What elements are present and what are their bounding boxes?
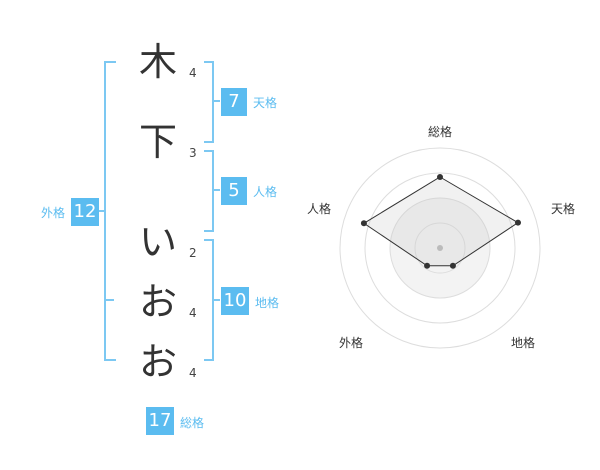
soukaku-label: 総格 [180, 416, 205, 430]
radar-point-soukaku [437, 174, 443, 180]
name-char-3: い [138, 220, 177, 264]
tenkaku-label: 天格 [253, 96, 278, 110]
gaikaku-value-badge: 12 [71, 198, 99, 226]
tenkaku-connector [214, 100, 220, 102]
chikaku-connector [214, 299, 220, 301]
radar-point-gaikaku [424, 262, 431, 269]
radar-chart [339, 147, 541, 349]
tenkaku-bracket [204, 61, 214, 143]
tenkaku-value-badge: 7 [221, 88, 247, 116]
chikaku-bracket [204, 239, 214, 361]
gaikaku-bracket-tick [104, 299, 114, 301]
jinkaku-value-badge: 5 [221, 177, 247, 205]
radar-ring [364, 172, 516, 324]
radar-label-tenkaku: 天格 [551, 202, 576, 216]
radar-points [360, 174, 521, 269]
chikaku-label: 地格 [255, 296, 280, 310]
gaikaku-bracket [104, 61, 116, 361]
radar-label-chikaku: 地格 [511, 336, 536, 350]
radar-label-gaikaku: 外格 [339, 336, 364, 350]
radar-label-soukaku: 総格 [428, 125, 453, 139]
name-char-4: お [138, 280, 177, 324]
jinkaku-bracket [204, 150, 214, 232]
stroke-count-3: 2 [189, 246, 197, 260]
stroke-count-2: 3 [189, 146, 197, 160]
radar-center-dot [437, 245, 443, 251]
jinkaku-connector [214, 189, 220, 191]
gaikaku-connector [98, 210, 104, 212]
name-char-1: 木 [138, 40, 177, 84]
chikaku-value-badge: 10 [221, 287, 249, 315]
stroke-count-5: 4 [189, 366, 197, 380]
radar-label-jinkaku: 人格 [307, 202, 332, 216]
gaikaku-label: 外格 [41, 206, 66, 220]
jinkaku-label: 人格 [253, 185, 278, 199]
radar-point-chikaku [449, 262, 456, 269]
soukaku-value-badge: 17 [146, 407, 174, 435]
radar-ring [414, 222, 466, 274]
name-char-5: お [138, 340, 177, 384]
name-char-2: 下 [138, 120, 177, 164]
radar-point-jinkaku [360, 220, 367, 227]
radar-shape [362, 176, 519, 267]
radar-point-tenkaku [514, 219, 521, 226]
radar-ring [339, 147, 541, 349]
stroke-count-1: 4 [189, 66, 197, 80]
stroke-count-4: 4 [189, 306, 197, 320]
